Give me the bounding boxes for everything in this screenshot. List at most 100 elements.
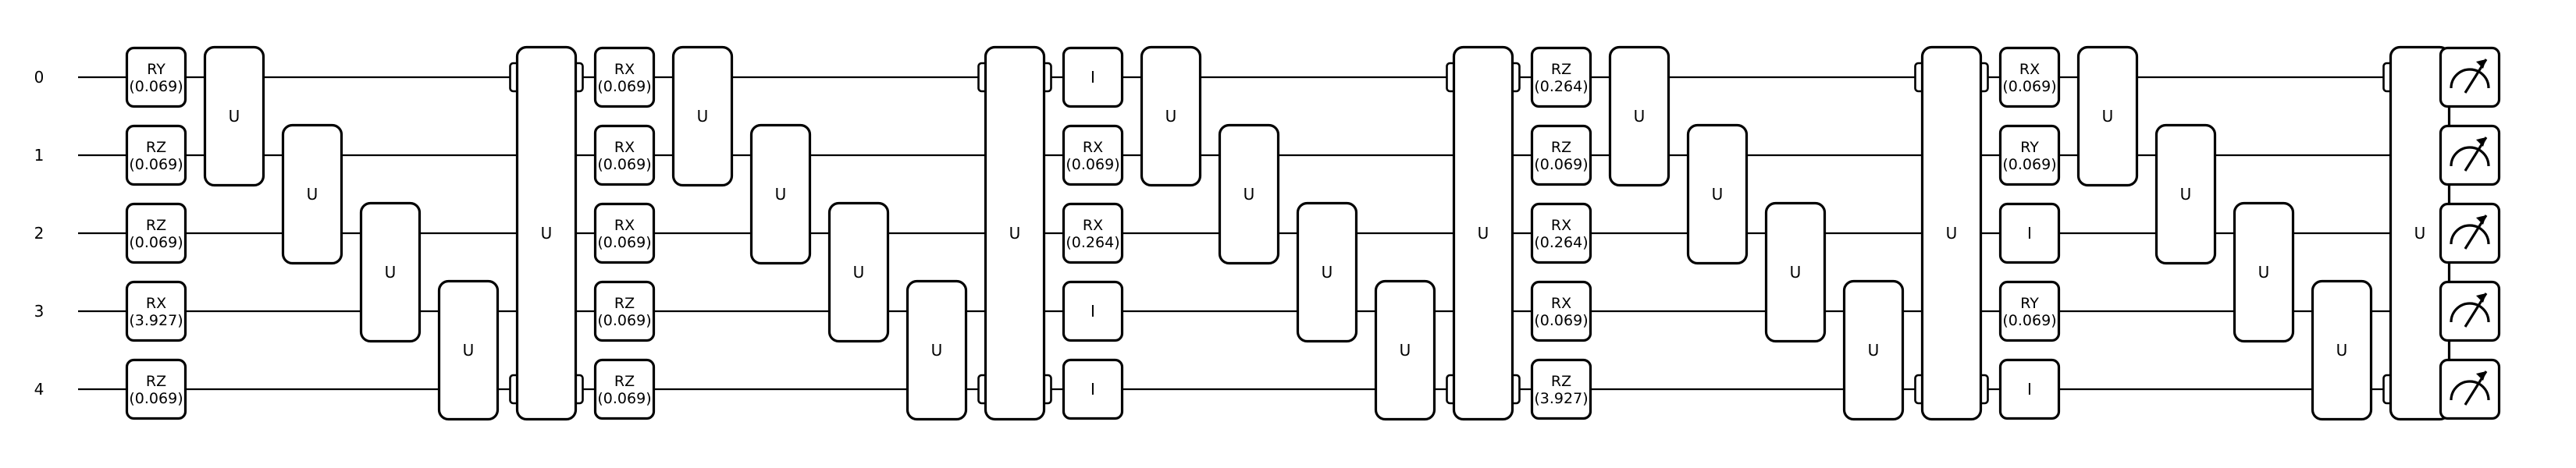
rotation-gate: RX(0.069) (1062, 124, 1124, 186)
gate-param: (0.069) (129, 390, 183, 407)
gate-box (281, 123, 343, 265)
gate-label: RX (2019, 61, 2040, 78)
gate-label: RX (1551, 295, 1571, 312)
gate-label: U (775, 185, 787, 204)
gate-param: (0.069) (129, 234, 183, 251)
rotation-gate: RZ(0.069) (125, 358, 187, 420)
meter-arc (2450, 68, 2490, 89)
gate-label: U (541, 224, 553, 243)
entangling-gate: U (2076, 45, 2139, 187)
gate-param: (0.069) (597, 78, 651, 95)
rotation-gate: RY(0.069) (1998, 280, 2061, 342)
gate-box (593, 358, 656, 420)
rotation-gate: RY(0.069) (125, 46, 187, 108)
gate-label: RX (1083, 217, 1103, 234)
entangling-gate: U (977, 45, 1052, 421)
gate-box (1998, 124, 2061, 186)
gate-box (1530, 280, 1592, 342)
rotation-gate: I (1062, 358, 1124, 420)
entangling-gate: U (281, 123, 343, 265)
gate-param: (0.264) (1534, 78, 1588, 95)
meter-icon (2450, 214, 2490, 250)
gate-param: (0.069) (1066, 156, 1119, 173)
rotation-gate: RX(0.069) (1998, 46, 2061, 108)
entangling-gate: U (1686, 123, 1749, 265)
gate-label: U (307, 185, 318, 204)
gate-box (1998, 202, 2061, 264)
entangling-gate: U (2233, 201, 2295, 343)
gate-param: (0.069) (597, 234, 651, 251)
gate-label: RZ (1551, 61, 1571, 78)
gate-label: U (385, 263, 397, 282)
gate-label: I (2027, 380, 2032, 399)
rotation-gate: RY(0.069) (1998, 124, 2061, 186)
gate-label: RX (614, 139, 635, 156)
gate-box (1296, 201, 1358, 343)
entangling-gate: U (1374, 279, 1436, 421)
gate-box (593, 202, 656, 264)
measurement (2439, 280, 2501, 342)
gate-box (1998, 280, 2061, 342)
gate-param: (0.069) (1534, 312, 1588, 329)
gate-param: (0.069) (597, 156, 651, 173)
gate-box (203, 45, 265, 187)
gate-label: U (1478, 224, 1489, 243)
gate-box (1842, 279, 1905, 421)
gate-box (1920, 45, 1983, 421)
gate-label: RZ (614, 295, 635, 312)
entangling-gate: U (1446, 45, 1521, 421)
gate-box (515, 45, 578, 421)
gate-label: RZ (146, 373, 166, 390)
meter-arrowhead (2476, 371, 2486, 381)
gate-box (1530, 202, 1592, 264)
measurement (2439, 358, 2501, 420)
gate-label: RX (614, 217, 635, 234)
entangling-gate: U (827, 201, 890, 343)
gate-box (1452, 45, 1514, 421)
gate-box (1530, 46, 1592, 108)
measurement (2439, 124, 2501, 186)
gate-box (749, 123, 812, 265)
gate-box (984, 45, 1046, 421)
gate-param: (0.264) (1066, 234, 1119, 251)
gate-label: RY (2020, 295, 2039, 312)
gate-box (593, 46, 656, 108)
gate-box (1530, 358, 1592, 420)
measure-box (2439, 202, 2501, 264)
measurement (2439, 202, 2501, 264)
gate-box (2154, 123, 2217, 265)
entangling-gate: U (203, 45, 265, 187)
gate-label: U (2414, 224, 2426, 243)
entangling-gate: U (1914, 45, 1989, 421)
entangling-gate: U (1842, 279, 1905, 421)
wire-label: 1 (34, 146, 44, 165)
meter-icon (2450, 58, 2490, 94)
gate-box (125, 202, 187, 264)
gate-label: U (463, 341, 475, 360)
entangling-gate: U (359, 201, 422, 343)
rotation-gate: RX(3.927) (125, 280, 187, 342)
wire-label: 4 (34, 380, 44, 399)
gate-label: U (1946, 224, 1958, 243)
entangling-gate: U (749, 123, 812, 265)
gate-box (2311, 279, 2373, 421)
gate-label: U (1009, 224, 1021, 243)
gate-box (125, 358, 187, 420)
entangling-gate: U (671, 45, 734, 187)
gate-label: RX (146, 295, 166, 312)
meter-arc (2450, 146, 2490, 167)
rotation-gate: RX(0.264) (1062, 202, 1124, 264)
gate-box (1062, 358, 1124, 420)
entangling-gate: U (2154, 123, 2217, 265)
entangling-gate: U (1296, 201, 1358, 343)
wire-label: 0 (34, 68, 44, 87)
rotation-gate: RX(0.069) (593, 124, 656, 186)
gate-label: RY (147, 61, 165, 78)
gate-label: U (853, 263, 865, 282)
gate-box (125, 124, 187, 186)
gate-label: U (1790, 263, 1802, 282)
meter-arc (2450, 380, 2490, 401)
wire-label: 3 (34, 302, 44, 321)
meter-arc (2450, 302, 2490, 323)
